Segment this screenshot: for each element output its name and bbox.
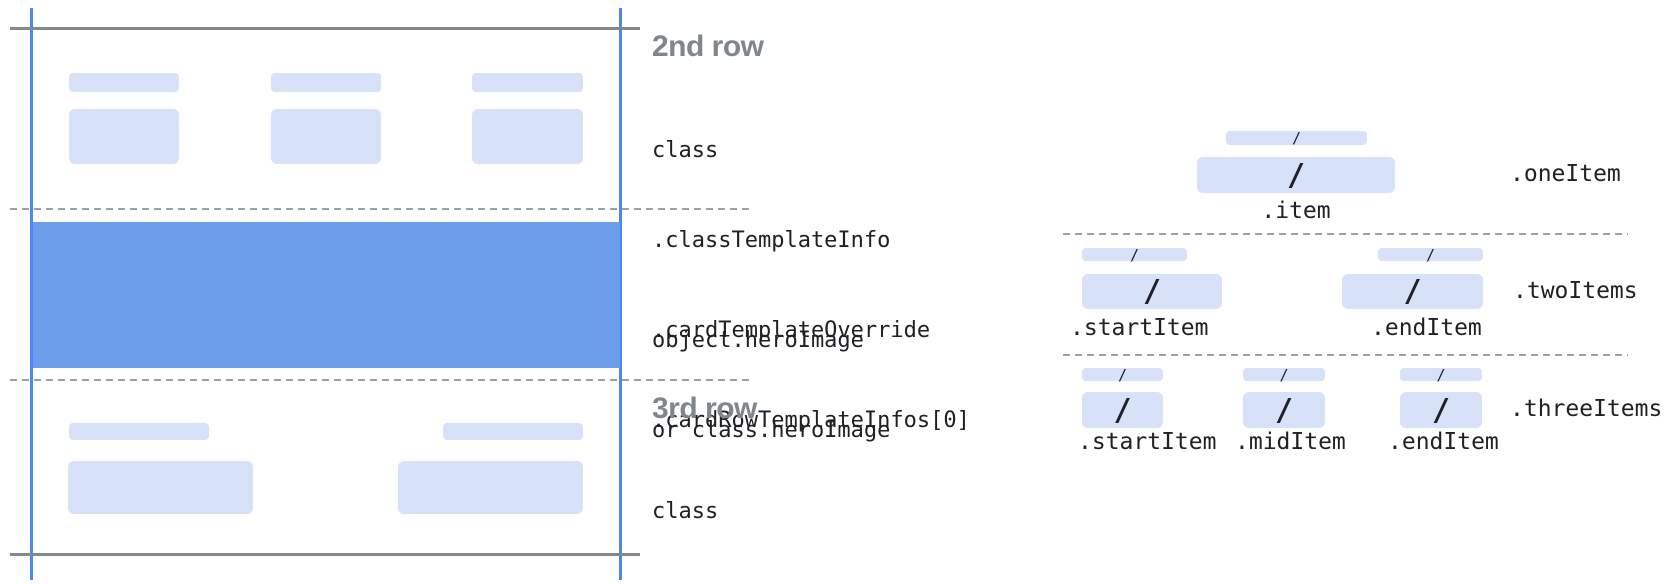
card-bottom-boundary-line	[10, 553, 640, 556]
threeitems-start-label-placeholder: /	[1082, 365, 1163, 384]
hero-top-dashed-separator	[10, 208, 750, 210]
row3-item2-label-placeholder	[443, 423, 583, 440]
slash-placeholder-text: /	[1117, 365, 1128, 384]
row3-item1-label-placeholder	[69, 423, 209, 440]
slash-placeholder-text: /	[1113, 392, 1132, 428]
slash-placeholder-text: /	[1403, 274, 1422, 309]
row2-path-line: class	[652, 138, 719, 163]
row2-class-path: class .classTemplateInfo .cardTemplateOv…	[652, 76, 970, 496]
twoitems-enditem-label: .endItem	[1371, 315, 1482, 341]
row2-path-line: .cardTemplateOverride	[652, 318, 931, 343]
twoitems-start-label-placeholder: /	[1082, 245, 1187, 264]
threeitems-mid-label-placeholder: /	[1243, 365, 1325, 384]
twoitems-end-value-placeholder: /	[1342, 274, 1483, 309]
slash-placeholder-text: /	[1291, 129, 1302, 147]
slash-placeholder-text: /	[1431, 392, 1451, 428]
row2-heading: 2nd row	[652, 30, 764, 63]
layouts-dashed-separator-2	[1063, 354, 1628, 356]
oneitem-layout-label: .oneItem	[1510, 161, 1621, 187]
threeitems-end-label-placeholder: /	[1400, 365, 1482, 384]
card-right-guide-line	[619, 8, 622, 580]
slash-placeholder-text: /	[1436, 365, 1446, 384]
hero-bottom-dashed-separator	[10, 379, 750, 381]
row3-item2-value-placeholder	[398, 461, 583, 514]
row3-heading: 3rd row	[652, 392, 757, 425]
threeitems-startitem-label: .startItem	[1078, 429, 1217, 455]
threeitems-enditem-label: .endItem	[1388, 429, 1499, 455]
oneitem-value-placeholder: /	[1197, 157, 1395, 193]
threeitems-end-value-placeholder: /	[1400, 392, 1482, 428]
hero-image-path: object.heroImage or class.heroImage	[652, 266, 890, 506]
slash-placeholder-text: /	[1425, 245, 1436, 264]
slash-placeholder-text: /	[1279, 365, 1289, 384]
twoitems-start-value-placeholder: /	[1082, 274, 1222, 309]
row2-item1-label-placeholder	[69, 73, 179, 92]
row3-path-line: class	[652, 499, 719, 524]
row2-path-line: .cardRowTemplateInfos[0]	[652, 408, 970, 433]
row3-item1-value-placeholder	[68, 461, 253, 514]
slash-placeholder-text: /	[1129, 245, 1140, 264]
twoitems-end-label-placeholder: /	[1378, 245, 1483, 264]
slash-placeholder-text: /	[1142, 274, 1162, 309]
row2-item3-label-placeholder	[472, 73, 583, 92]
row2-item2-label-placeholder	[271, 73, 381, 92]
oneitem-label-placeholder: /	[1226, 129, 1367, 147]
hero-image-placeholder	[33, 222, 620, 368]
threeitems-mid-value-placeholder: /	[1243, 392, 1325, 428]
card-top-boundary-line	[10, 27, 640, 30]
layouts-dashed-separator-1	[1063, 233, 1628, 235]
hero-path-line: or class.heroImage	[652, 418, 891, 443]
twoitems-startitem-label: .startItem	[1070, 315, 1209, 341]
row3-class-path: class .classTemplateInfo .cardTemplateOv…	[652, 437, 970, 584]
row2-item2-value-placeholder	[271, 109, 381, 164]
oneitem-item-label: .item	[1261, 198, 1331, 224]
row2-item1-value-placeholder	[69, 109, 179, 164]
card-left-guide-line	[30, 8, 33, 580]
hero-path-line: object.heroImage	[652, 328, 864, 353]
twoitems-layout-label: .twoItems	[1513, 278, 1638, 304]
threeitems-layout-label: .threeItems	[1510, 396, 1663, 422]
threeitems-miditem-label: .midItem	[1235, 429, 1346, 455]
slash-placeholder-text: /	[1286, 157, 1306, 193]
row2-path-line: .classTemplateInfo	[652, 228, 891, 253]
row2-item3-value-placeholder	[472, 109, 583, 164]
threeitems-start-value-placeholder: /	[1082, 392, 1163, 428]
slash-placeholder-text: /	[1274, 392, 1294, 428]
